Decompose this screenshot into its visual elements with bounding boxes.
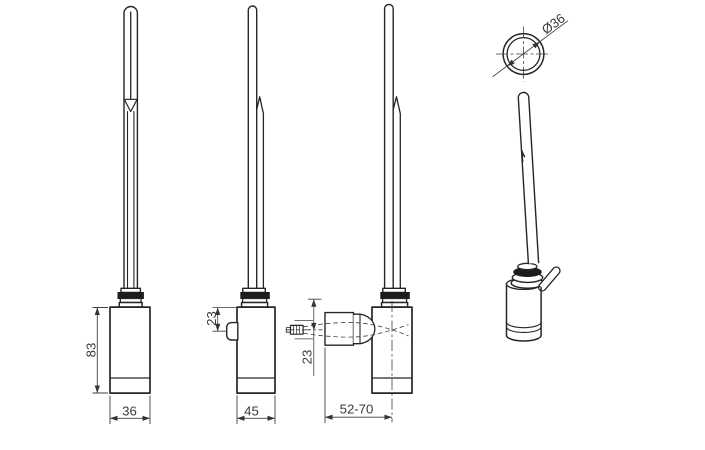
persp-rod — [517, 91, 540, 265]
front-view — [109, 5, 151, 394]
cable-path-hidden-line-lower — [303, 324, 409, 338]
back-depth-label: 52-70 — [340, 402, 374, 417]
persp-collar-nut — [510, 262, 545, 289]
front-rod-tube — [123, 5, 139, 291]
persp-side-tube-base — [538, 284, 546, 292]
cable-gland-block — [324, 311, 355, 346]
dimension-front-width: 36 — [109, 395, 151, 424]
side-offset-label: 23 — [204, 311, 219, 326]
diameter-leader-line — [492, 20, 569, 78]
back-view — [285, 3, 413, 423]
back-collar-nut — [380, 287, 410, 308]
front-collar-nut — [117, 287, 144, 308]
side-element-blade — [256, 96, 265, 291]
cable-gland-taper — [352, 313, 376, 345]
dimension-back-offset: 23 — [300, 298, 322, 376]
dimension-side-width: 45 — [236, 395, 276, 424]
back-offset-label: 23 — [300, 350, 315, 365]
side-width-label: 45 — [244, 404, 259, 419]
front-weld-arrow — [123, 98, 138, 113]
cable-reference-lines — [294, 320, 313, 340]
side-knob — [226, 321, 239, 341]
front-height-label: 83 — [84, 343, 99, 358]
cable-path-hidden-line-upper — [303, 322, 409, 337]
front-width-label: 36 — [122, 404, 137, 419]
dimension-side-offset: 23 — [204, 307, 236, 332]
persp-side-tube — [538, 266, 561, 291]
front-rod-inner-lines — [126, 110, 135, 290]
back-probe-rod — [383, 3, 394, 293]
side-body — [236, 306, 276, 394]
front-body — [109, 306, 151, 394]
dimension-front-height: 83 — [84, 307, 108, 394]
diameter-label: Ø36 — [539, 10, 568, 37]
perspective-view — [505, 91, 561, 342]
back-element-blade — [392, 96, 401, 293]
section-view: Ø36 — [492, 10, 569, 82]
persp-body-bottom — [505, 334, 542, 342]
persp-rod-fill — [518, 92, 539, 264]
side-view — [226, 5, 276, 394]
dimension-back-depth: 52-70 — [324, 347, 392, 423]
persp-rod-break-mark — [520, 149, 526, 163]
side-collar-nut — [240, 287, 270, 308]
side-probe-rod — [247, 5, 258, 291]
persp-body-band — [505, 321, 542, 333]
